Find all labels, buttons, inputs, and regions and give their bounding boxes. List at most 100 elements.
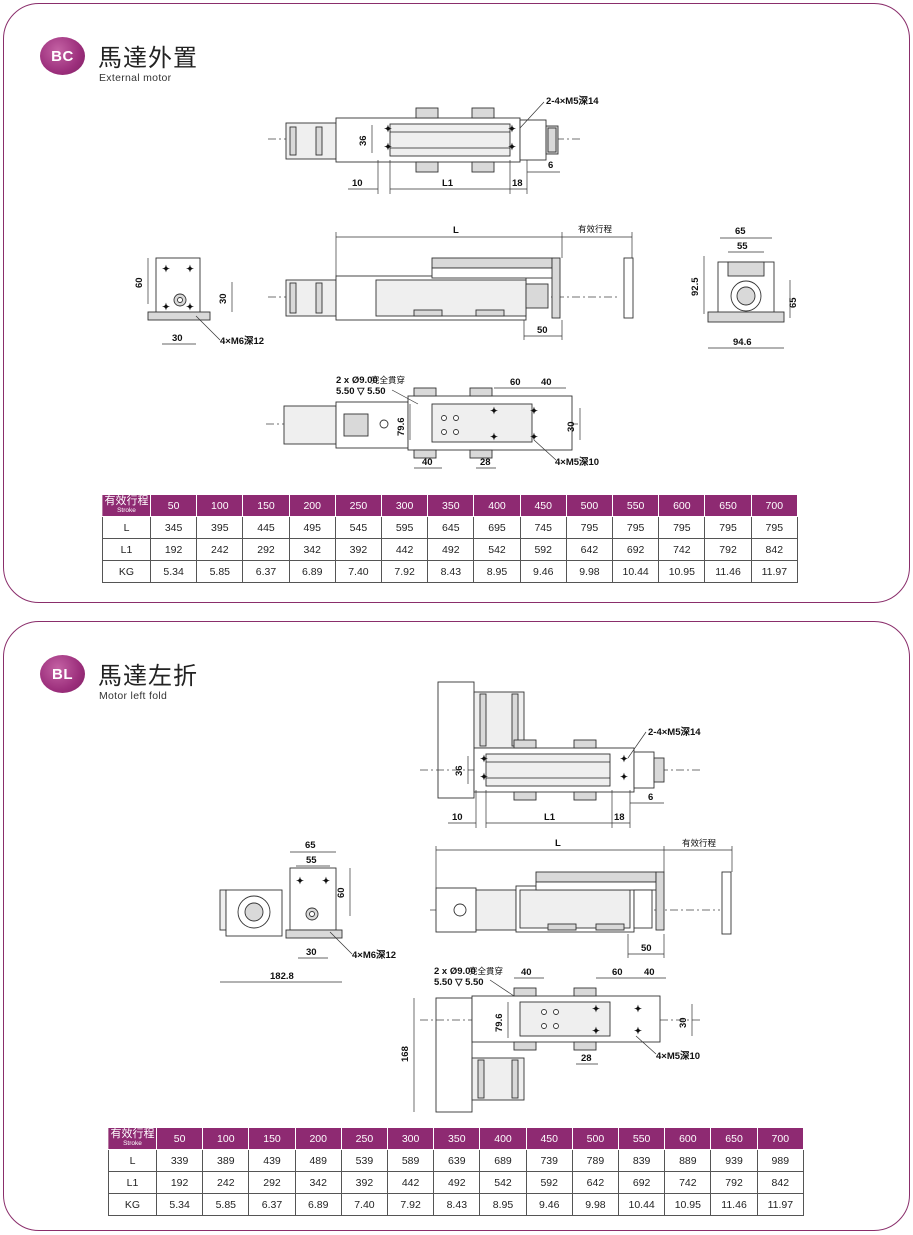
table-cell: 242 bbox=[196, 538, 244, 561]
bc-dim-65b: 65 bbox=[788, 297, 799, 308]
bc-dim-65: 65 bbox=[735, 226, 746, 237]
table-cell: 689 bbox=[479, 1149, 527, 1172]
table-cell: 11.46 bbox=[704, 560, 752, 583]
table-cell: 6.37 bbox=[242, 560, 290, 583]
stroke-column-header: 300 bbox=[387, 1127, 435, 1150]
row-label: L1 bbox=[108, 1171, 157, 1194]
table-cell: 5.34 bbox=[149, 560, 198, 583]
table-cell: 242 bbox=[202, 1171, 250, 1194]
table-cell: 542 bbox=[479, 1171, 527, 1194]
table-cell: 692 bbox=[618, 1171, 666, 1194]
bc-pin-note-a: 2 x Ø9.00 bbox=[336, 375, 378, 386]
bc-dim-18: 18 bbox=[512, 178, 523, 189]
stroke-column-header: 600 bbox=[664, 1127, 712, 1150]
table-cell: 642 bbox=[571, 1171, 620, 1194]
bl-dim-50: 50 bbox=[641, 943, 652, 954]
svg-text:✦: ✦ bbox=[530, 406, 538, 417]
table-cell: 11.46 bbox=[710, 1193, 758, 1216]
bl-pin-note-b: 完全貫穿 bbox=[469, 966, 503, 977]
svg-text:✦: ✦ bbox=[508, 124, 516, 135]
table-cell: 789 bbox=[571, 1149, 620, 1172]
stroke-header-cn: 有效行程 bbox=[104, 494, 149, 507]
bc-dim-30c: 30 bbox=[566, 421, 577, 432]
bc-hole-top-note: 2-4×M5深14 bbox=[546, 95, 599, 107]
bc-dim-36: 36 bbox=[358, 135, 369, 146]
bl-bottom-view: ✦✦ ✦✦ 2 x Ø9.00 完全貫穿 5.50 ▽ 5.50 40 60 4… bbox=[400, 966, 700, 1113]
table-cell: 639 bbox=[433, 1149, 481, 1172]
bl-dim-168: 168 bbox=[400, 1046, 411, 1062]
stroke-column-header: 250 bbox=[340, 1127, 389, 1150]
svg-text:✦: ✦ bbox=[508, 142, 516, 153]
table-cell: 8.43 bbox=[433, 1193, 481, 1216]
bl-dim-55: 55 bbox=[306, 855, 317, 866]
table-cell: 739 bbox=[525, 1149, 573, 1172]
stroke-column-header: 450 bbox=[519, 494, 567, 517]
row-label: L bbox=[108, 1149, 157, 1172]
stroke-header-en: Stroke bbox=[123, 1140, 142, 1147]
bl-side-view: L 有效行程 50 bbox=[430, 838, 733, 958]
table-cell: 492 bbox=[433, 1171, 481, 1194]
row-label: KG bbox=[108, 1193, 157, 1216]
bl-dim-6: 6 bbox=[648, 792, 653, 803]
svg-text:✦: ✦ bbox=[162, 302, 170, 313]
table-cell: 292 bbox=[248, 1171, 296, 1194]
bl-dim-60b: 60 bbox=[612, 967, 623, 978]
section-code-badge: BC bbox=[40, 37, 85, 75]
table-cell: 9.98 bbox=[565, 560, 614, 583]
table-cell: 6.89 bbox=[294, 1193, 342, 1216]
bc-dim-40b: 40 bbox=[422, 457, 433, 468]
stroke-header-cn: 有效行程 bbox=[110, 1127, 155, 1140]
bc-left-end-view: ✦✦ ✦✦ 60 30 30 4×M6深12 bbox=[134, 257, 264, 347]
stroke-column-header: 50 bbox=[149, 494, 198, 517]
bc-pin-note-c: 5.50 ▽ 5.50 bbox=[336, 386, 386, 397]
svg-text:✦: ✦ bbox=[480, 754, 488, 765]
bc-stroke-note: 有效行程 bbox=[578, 224, 613, 235]
svg-text:✦: ✦ bbox=[186, 302, 194, 313]
stroke-column-header: 650 bbox=[710, 1127, 758, 1150]
svg-text:✦: ✦ bbox=[480, 772, 488, 783]
bl-top-view: ✦✦ ✦✦ 2-4×M5深14 36 10 L1 18 6 bbox=[420, 681, 701, 828]
stroke-column-header: 450 bbox=[525, 1127, 573, 1150]
stroke-column-header: 550 bbox=[618, 1127, 666, 1150]
section-title: 馬達左折 bbox=[98, 662, 198, 690]
table-cell: 792 bbox=[710, 1171, 758, 1194]
table-cell: 595 bbox=[381, 516, 429, 539]
table-cell: 692 bbox=[612, 538, 660, 561]
table-cell: 489 bbox=[294, 1149, 342, 1172]
table-cell: 192 bbox=[155, 1171, 204, 1194]
bc-dim-30a: 30 bbox=[218, 293, 229, 304]
table-cell: 192 bbox=[149, 538, 198, 561]
bl-dim-10: 10 bbox=[452, 812, 463, 823]
table-cell: 9.46 bbox=[525, 1193, 573, 1216]
bl-hole-m5: 4×M5深10 bbox=[656, 1050, 700, 1062]
table-cell: 839 bbox=[618, 1149, 666, 1172]
bc-dim-796: 79.6 bbox=[396, 418, 407, 437]
stroke-column-header: 350 bbox=[427, 494, 475, 517]
bl-dim-30: 30 bbox=[306, 947, 317, 958]
bc-dim-946: 94.6 bbox=[733, 337, 752, 348]
section-subtitle: External motor bbox=[99, 72, 172, 84]
bl-dim-18: 18 bbox=[614, 812, 625, 823]
table-cell: 5.85 bbox=[196, 560, 244, 583]
bl-end-view: ✦✦ 65 55 60 30 182.8 4×M6深12 bbox=[219, 840, 396, 983]
table-cell: 7.92 bbox=[381, 560, 429, 583]
bc-dim-10: 10 bbox=[352, 178, 363, 189]
bl-hole-top-note: 2-4×M5深14 bbox=[648, 726, 701, 738]
bl-dim-L: L bbox=[555, 838, 561, 849]
section-subtitle: Motor left fold bbox=[99, 690, 168, 702]
bc-dim-60b: 60 bbox=[510, 377, 521, 388]
table-cell: 339 bbox=[155, 1149, 204, 1172]
table-cell: 7.92 bbox=[387, 1193, 435, 1216]
table-cell: 5.34 bbox=[155, 1193, 204, 1216]
stroke-column-header: 150 bbox=[242, 494, 290, 517]
svg-text:✦: ✦ bbox=[162, 264, 170, 275]
table-cell: 342 bbox=[288, 538, 336, 561]
svg-text:✦: ✦ bbox=[634, 1004, 642, 1015]
stroke-column-header: 50 bbox=[155, 1127, 204, 1150]
table-cell: 439 bbox=[248, 1149, 296, 1172]
bl-dim-L1: L1 bbox=[544, 812, 556, 823]
bc-dim-925: 92.5 bbox=[690, 277, 701, 296]
